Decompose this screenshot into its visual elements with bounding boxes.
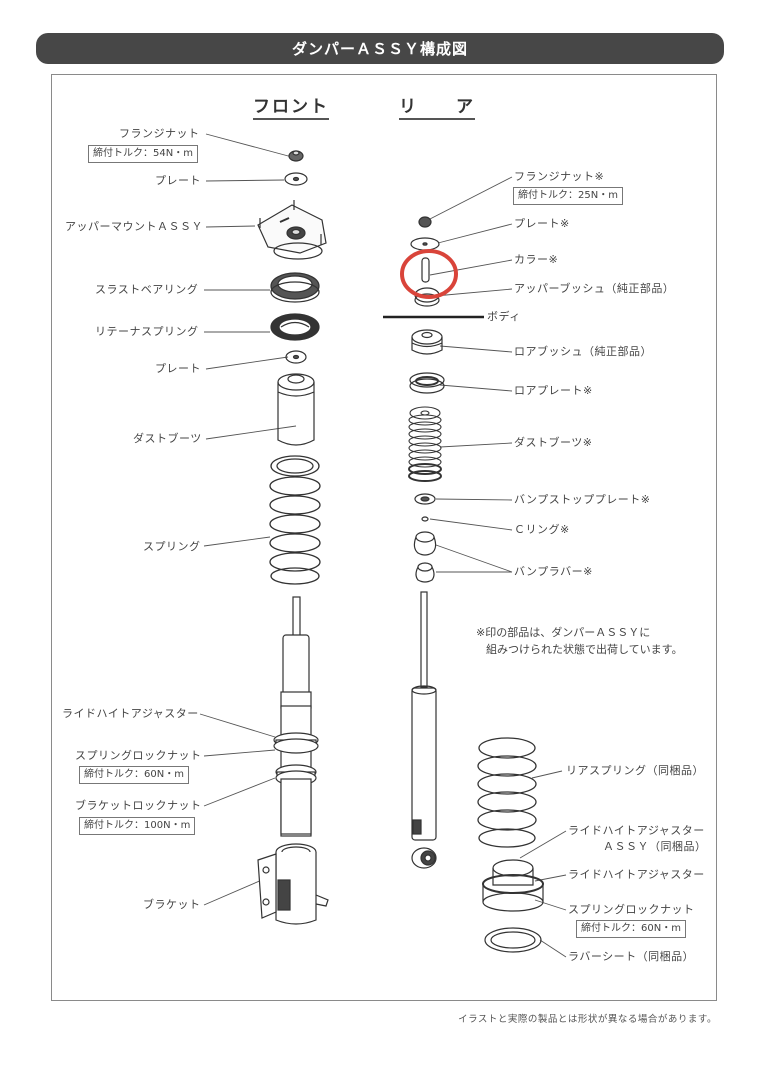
front-heading: フロント — [253, 97, 329, 120]
front-torque-bracket-lock-nut: 締付トルク：100N・m — [79, 817, 196, 835]
rubber-seat-icon — [484, 927, 542, 953]
front-label-bracket-lock-nut: ブラケットロックナット — [75, 799, 202, 812]
rear-torque-flange-nut: 締付トルク：25N・m — [513, 187, 623, 205]
upper-mount-icon — [257, 200, 327, 260]
diagram-frame — [51, 74, 717, 1001]
title-bar: ダンパーＡＳＳＹ構成図 — [36, 33, 724, 64]
front-label-upper-mount: アッパーマウントＡＳＳＹ — [65, 220, 203, 233]
front-label-plate-lower: プレート — [155, 362, 201, 375]
front-torque-flange-nut: 締付トルク：54N・m — [88, 145, 198, 163]
rear-spring-icon — [477, 737, 537, 848]
rear-plate-icon — [410, 237, 440, 251]
rear-dust-boot-icon — [408, 406, 442, 482]
front-strut-icon — [273, 596, 319, 837]
bump-stop-plate-icon — [414, 493, 436, 505]
assembly-note-line-2: 組みつけられた状態で出荷しています。 — [486, 643, 683, 656]
thrust-bearing-icon — [270, 272, 320, 303]
front-plate-icon — [284, 172, 308, 186]
c-ring-icon — [421, 516, 429, 522]
front-leader-lines — [199, 133, 297, 906]
rear-label-body: ボディ — [487, 310, 521, 323]
rear-label-plate: プレート※ — [514, 217, 570, 230]
rear-label-dust-boot: ダストブーツ※ — [514, 436, 593, 449]
rear-torque-spring-lock-nut: 締付トルク：60N・m — [576, 920, 686, 938]
highlight-circle — [400, 249, 458, 299]
rear-shock-icon — [411, 591, 437, 869]
rear-label-bump-rubber: バンプラバー※ — [514, 565, 593, 578]
rear-flange-nut-icon — [418, 216, 432, 228]
bump-rubber-icon-1 — [413, 531, 437, 556]
bump-rubber-icon-2 — [415, 562, 435, 583]
front-dust-boot-icon — [277, 373, 315, 446]
front-label-plate-top: プレート — [155, 174, 201, 187]
rear-label-ride-height-adjuster: ライドハイトアジャスター — [568, 868, 705, 881]
rear-heading: リ ア — [399, 97, 475, 120]
front-label-thrust-bearing: スラストベアリング — [95, 283, 199, 296]
rear-label-lower-plate: ロアプレート※ — [514, 384, 593, 397]
front-spring-icon — [269, 455, 321, 585]
front-label-bracket: ブラケット — [143, 898, 201, 911]
lower-bush-icon — [411, 329, 443, 355]
rear-leader-lines — [383, 176, 567, 958]
rear-label-c-ring: Ｃリング※ — [514, 523, 570, 536]
lower-plate-icon — [409, 372, 445, 394]
rear-label-rear-spring: リアスプリング（同梱品） — [566, 764, 704, 777]
disclaimer-footer: イラストと実際の製品とは形状が異なる場合があります。 — [458, 1014, 717, 1025]
front-label-retainer-spring: リテーナスプリング — [95, 325, 199, 338]
retainer-spring-icon — [270, 313, 320, 341]
rear-ride-height-adjuster-icon — [482, 859, 544, 912]
front-lower-plate-icon — [285, 350, 307, 364]
rear-label-rha-assy-line2: ＡＳＳＹ（同梱品） — [603, 840, 707, 853]
front-label-ride-height-adjuster: ライドハイトアジャスター — [62, 707, 199, 720]
front-flange-nut-icon — [288, 150, 304, 162]
rear-label-lower-bush: ロアブッシュ（純正部品） — [514, 345, 652, 358]
front-label-spring-lock-nut: スプリングロックナット — [75, 749, 202, 762]
rear-label-rubber-seat: ラバーシート（同梱品） — [568, 950, 695, 963]
rear-label-rha-assy-line1: ライドハイトアジャスター — [568, 824, 705, 837]
collar-icon — [421, 257, 430, 283]
rear-label-collar: カラー※ — [514, 253, 559, 266]
rear-label-bump-stop-plate: バンプストッププレート※ — [514, 493, 651, 506]
rear-label-upper-bush: アッパーブッシュ（純正部品） — [514, 282, 675, 295]
front-torque-spring-lock-nut: 締付トルク：60N・m — [79, 766, 189, 784]
assembly-note-line-1: ※印の部品は、ダンパーＡＳＳＹに — [476, 626, 651, 639]
page-title: ダンパーＡＳＳＹ構成図 — [291, 40, 468, 58]
rear-label-flange-nut: フランジナット※ — [514, 170, 605, 183]
front-label-flange-nut: フランジナット — [119, 127, 200, 140]
bracket-icon — [257, 843, 329, 925]
rear-label-spring-lock-nut: スプリングロックナット — [568, 903, 695, 916]
front-label-spring: スプリング — [143, 540, 201, 553]
front-label-dust-boot: ダストブーツ — [133, 432, 202, 445]
